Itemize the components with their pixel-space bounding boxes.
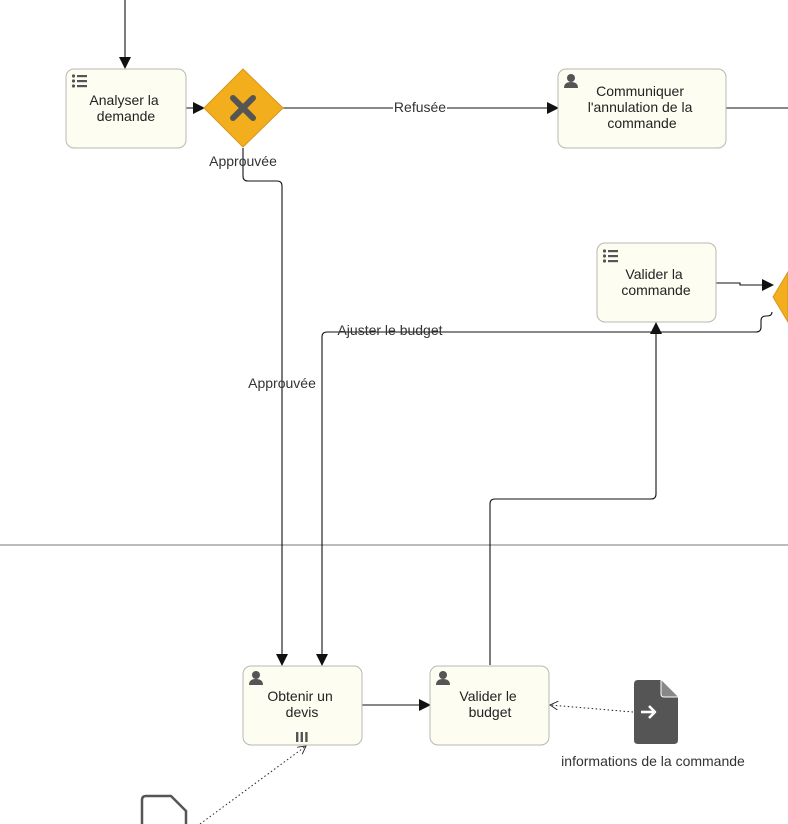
- data-object-informations-commande[interactable]: informations de la commande: [561, 680, 745, 769]
- document-icon[interactable]: [140, 794, 188, 824]
- data-object-label: informations de la commande: [561, 753, 745, 769]
- task-valider-la-commande[interactable]: Valider la commande: [596, 242, 717, 323]
- user-icon: [436, 671, 450, 685]
- task-label: Valider la commande: [621, 266, 690, 298]
- task-label: Analyser la demande: [89, 92, 162, 124]
- task-label: Valider le budget: [459, 688, 520, 720]
- flow-valider-commande-out[interactable]: [716, 279, 774, 291]
- user-icon: [564, 74, 578, 88]
- flow-budget-to-commande[interactable]: [489, 322, 662, 665]
- sequence-flows: [119, 0, 788, 711]
- data-association-devis: [199, 746, 306, 824]
- task-label: Obtenir un devis: [267, 688, 336, 720]
- label-approuvee-flow: Approuvée: [248, 375, 316, 391]
- task-label: Communiquer l'annulation de la commande: [588, 83, 697, 131]
- flow-ajuster-budget[interactable]: [316, 311, 773, 666]
- list-icon: [602, 249, 618, 263]
- gateway-partial[interactable]: [772, 271, 788, 323]
- label-bg-refusee: [393, 99, 447, 115]
- parallel-multi-instance-icon: [296, 732, 308, 742]
- edge-labels: Refusée Approuvée Approuvée Ajuster le b…: [209, 99, 447, 391]
- label-ajuster-budget: Ajuster le budget: [337, 322, 442, 338]
- x-icon: [230, 95, 256, 121]
- data-association-commande: [550, 705, 634, 713]
- label-approuvee-gateway: Approuvée: [209, 153, 277, 169]
- task-obtenir-un-devis[interactable]: Obtenir un devis: [242, 665, 363, 746]
- user-icon: [249, 671, 263, 685]
- exclusive-gateway[interactable]: [203, 68, 284, 148]
- task-valider-le-budget[interactable]: Valider le budget: [429, 665, 550, 746]
- flow-approuvee[interactable]: [242, 148, 288, 666]
- list-icon: [71, 74, 87, 88]
- data-input-icon: [634, 680, 678, 744]
- label-refusee: Refusée: [394, 99, 446, 115]
- task-communiquer-annulation[interactable]: Communiquer l'annulation de la commande: [557, 68, 727, 149]
- task-analyser-la-demande[interactable]: Analyser la demande: [65, 68, 187, 149]
